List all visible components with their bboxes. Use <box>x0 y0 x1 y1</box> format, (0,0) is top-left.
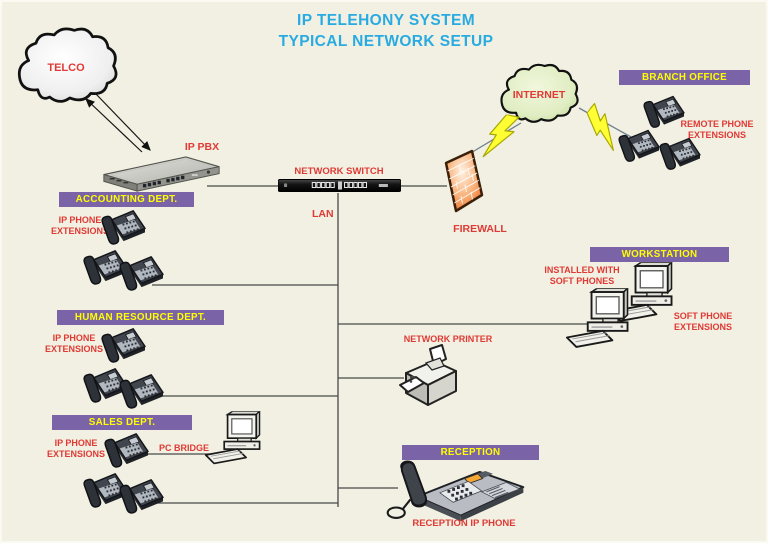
arrow-to-telco <box>85 98 143 153</box>
telco-label: TELCO <box>47 62 85 74</box>
accounting-note: IP PHONE EXTENSIONS <box>50 215 109 236</box>
pc-bridge-computer-icon <box>204 411 268 467</box>
reception-ip-phone-label: RECEPTION IP PHONE <box>412 518 516 529</box>
workstation-note-right: SOFT PHONE EXTENSIONS <box>673 311 733 332</box>
network-printer-label: NETWORK PRINTER <box>403 334 493 344</box>
banner-branch-office: BRANCH OFFICE <box>619 70 750 85</box>
reception-phone-icon <box>383 452 529 526</box>
banner-human-resource-dept: HUMAN RESOURCE DEPT. <box>57 310 224 325</box>
human-resource-note: IP PHONE EXTENSIONS <box>44 333 103 354</box>
firewall-icon <box>441 148 487 214</box>
firewall-label: FIREWALL <box>453 223 507 235</box>
sales-note: IP PHONE EXTENSIONS <box>46 438 105 459</box>
diagram-title-line2: TYPICAL NETWORK SETUP <box>278 33 494 50</box>
ip-phone-icon <box>616 125 662 165</box>
banner-workstation: WORKSTATION <box>590 247 729 262</box>
network-switch-icon <box>278 177 401 194</box>
ip-phone-icon <box>117 474 166 517</box>
internet-label: INTERNET <box>512 89 566 101</box>
lan-label: LAN <box>312 208 334 220</box>
network-switch-label: NETWORK SWITCH <box>294 166 384 177</box>
lan-wires <box>144 185 587 507</box>
diagram-title-line1: IP TELEHONY SYSTEM <box>296 12 476 29</box>
ip-phone-icon <box>99 323 148 366</box>
telco-arrows <box>85 93 151 153</box>
workstation-note-left: INSTALLED WITH SOFT PHONES <box>544 265 620 286</box>
ip-pbx-label: IP PBX <box>184 141 220 153</box>
ip-phone-icon <box>117 251 166 294</box>
printer-icon <box>396 343 466 415</box>
banner-sales-dept: SALES DEPT. <box>52 415 192 430</box>
desktop-computer-icon <box>565 288 637 351</box>
banner-reception: RECEPTION <box>402 445 539 460</box>
pc-bridge-label: PC BRIDGE <box>158 443 209 453</box>
arrow-to-pbx <box>95 93 151 151</box>
ip-phone-icon <box>102 428 151 471</box>
ip-phone-icon <box>117 369 166 412</box>
branch-office-note: REMOTE PHONE EXTENSIONS <box>680 119 754 140</box>
ip-phone-icon <box>99 205 148 248</box>
banner-accounting-dept: ACCOUNTING DEPT. <box>59 192 194 207</box>
